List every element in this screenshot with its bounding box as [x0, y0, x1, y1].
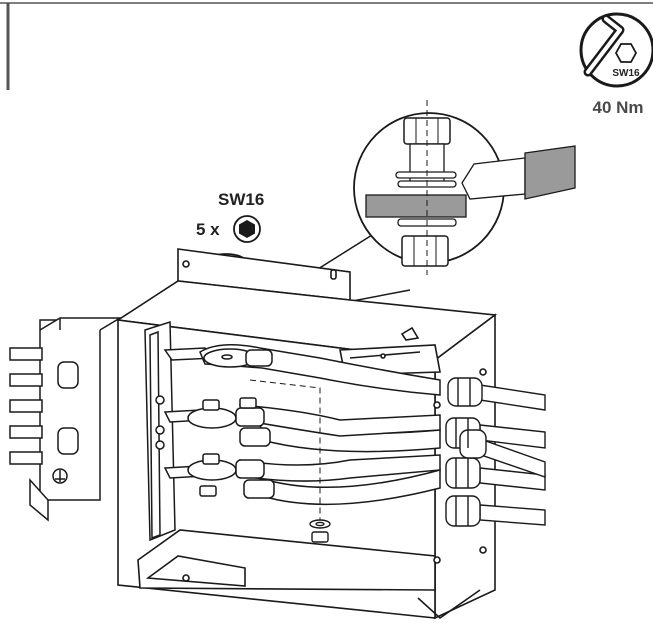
tool-size-label: SW16: [612, 68, 640, 79]
busbar-assembly: [9, 317, 217, 542]
page-frame: [0, 2, 653, 90]
cable-group: [187, 344, 441, 506]
socket-size-label: SW16: [218, 190, 264, 209]
assembly-axis-line: [249, 379, 321, 520]
nut-lower: [309, 519, 331, 543]
socket-wrench-icon: SW16: [579, 12, 653, 88]
cable-glands: [445, 377, 546, 527]
hex-nut-icon: [233, 215, 261, 243]
torque-label: 40 Nm: [592, 98, 643, 117]
hex-nut-icon: [614, 43, 638, 63]
bolt-count-label: 5 x: [196, 220, 220, 239]
